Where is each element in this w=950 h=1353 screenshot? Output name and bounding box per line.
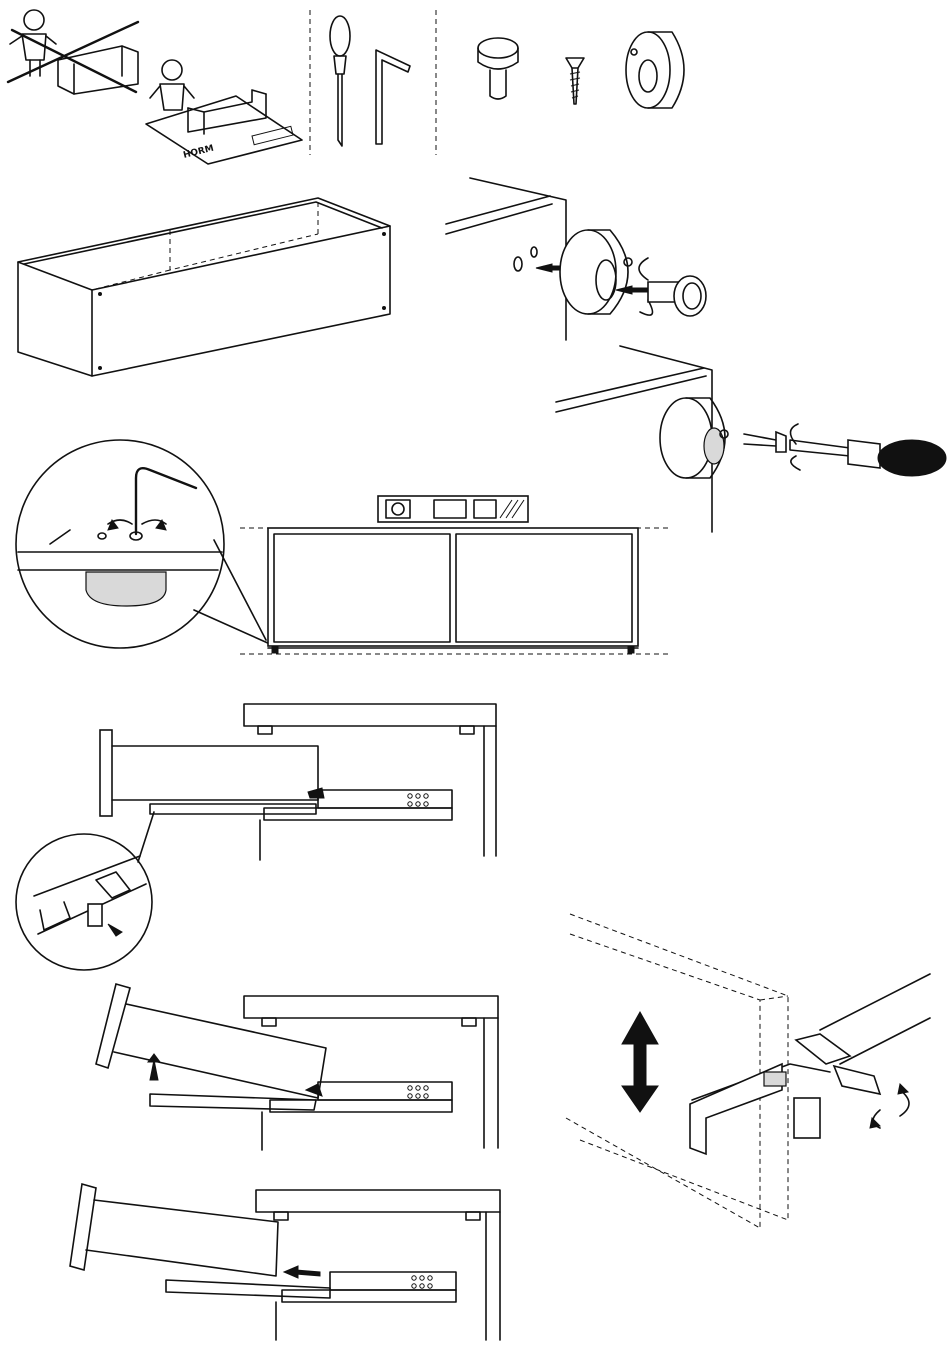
wrong-floor-assembly-icon [8, 10, 138, 94]
release-clip-magnifier [16, 812, 154, 970]
runner-holes-icon [408, 1086, 428, 1098]
cam-fitting-part [660, 398, 728, 478]
spirit-level-icon [378, 496, 528, 522]
up-down-arrow-icon [622, 1012, 658, 1112]
cam-screw-diagram [556, 346, 946, 532]
magnifier-circle [16, 440, 270, 648]
runner-holes-icon [412, 1276, 432, 1288]
drawer-release-diagram [16, 704, 496, 970]
level-adjust-diagram [16, 440, 668, 654]
assembly-warning-panel: HORM [8, 10, 302, 164]
cabinet-front-view [240, 528, 668, 654]
correct-mat-assembly-icon: HORM [146, 60, 302, 164]
cam-fitting-icon [626, 32, 684, 108]
screw-icon [566, 58, 584, 104]
connector-bolt-icon [478, 38, 518, 99]
runner-adjust-diagram [566, 914, 930, 1228]
drawer-tilt-diagram [96, 984, 498, 1150]
screwdriver-icon [330, 16, 350, 146]
runner-holes-icon [408, 794, 428, 806]
cam-fitting-part [560, 230, 632, 314]
connector-bolt-part [648, 276, 706, 316]
drawer-slide-diagram [70, 1184, 500, 1340]
cam-insert-diagram [446, 178, 706, 340]
screwdriver-tool [790, 424, 946, 476]
allen-key-icon [376, 50, 410, 144]
screw-part [744, 432, 786, 452]
cabinet-body-diagram [18, 198, 390, 376]
